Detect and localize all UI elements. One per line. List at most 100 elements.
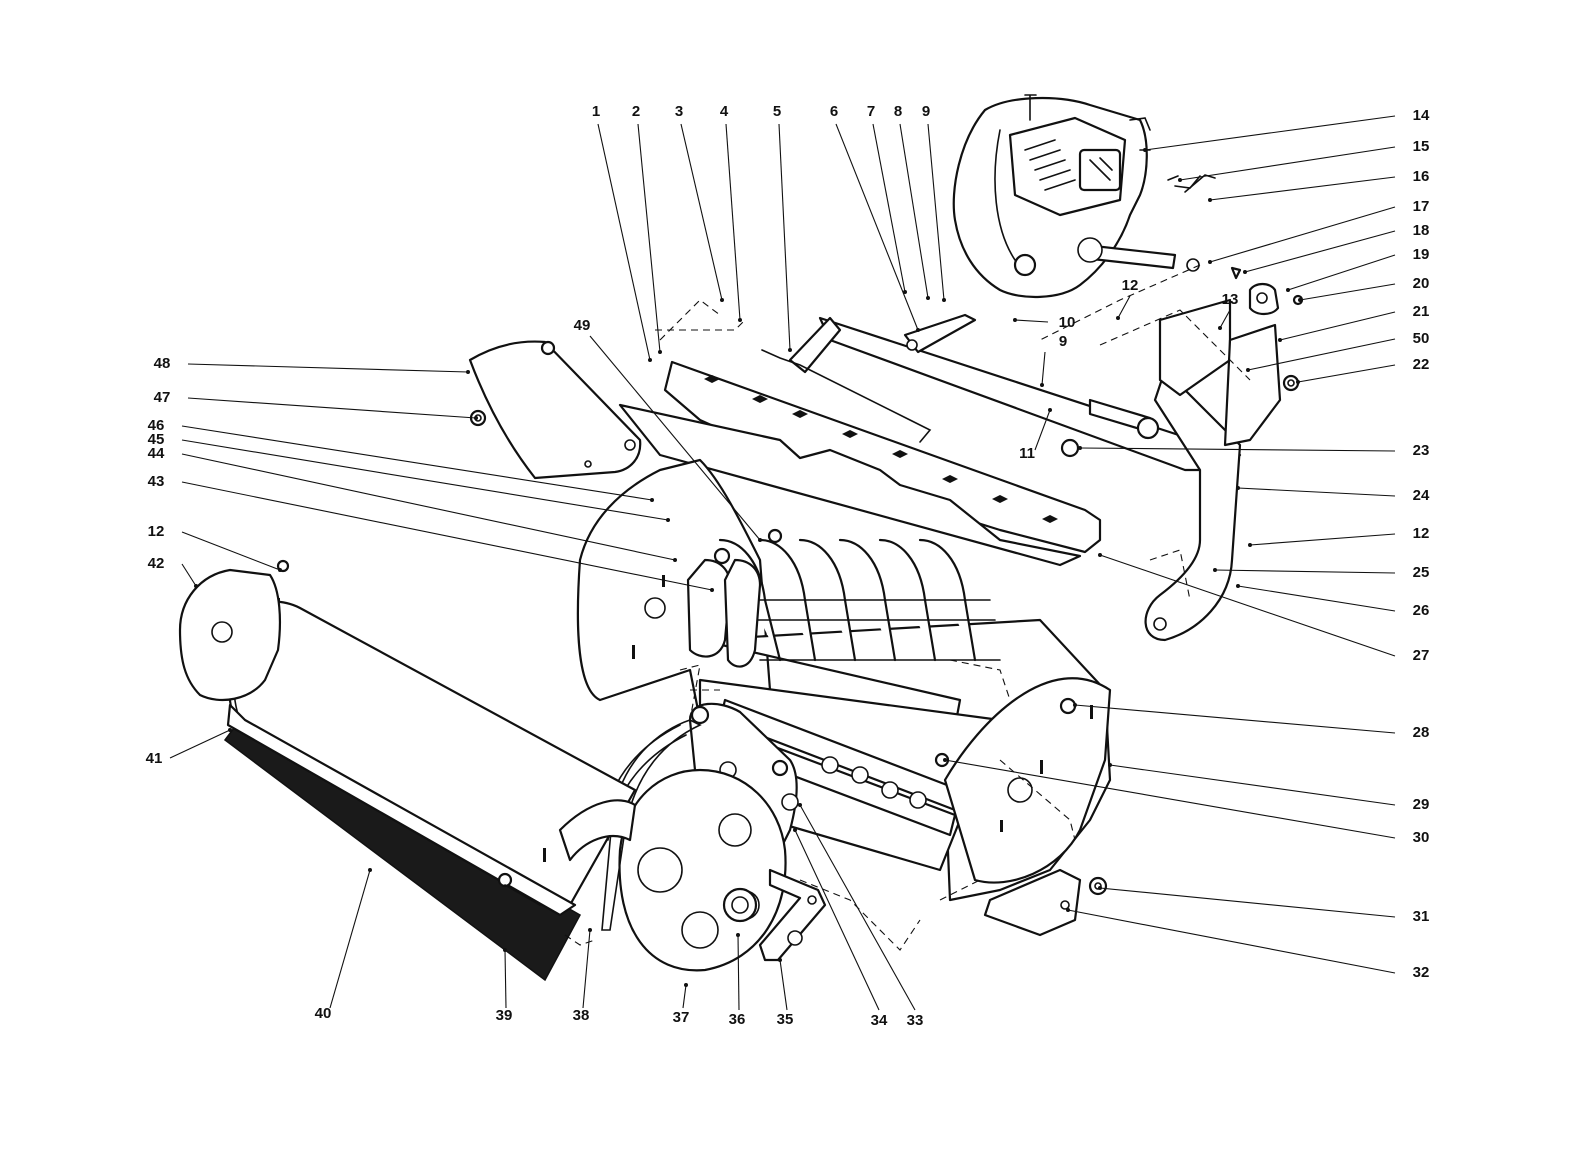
leader-endpoint	[278, 568, 282, 572]
leader-line	[329, 869, 371, 1009]
leader-endpoint	[720, 298, 724, 302]
leader-endpoint	[1116, 316, 1120, 320]
leader-line	[637, 123, 661, 353]
leader-endpoint	[228, 728, 232, 732]
upper-frame	[761, 298, 1282, 642]
callout-15: 15	[1413, 138, 1430, 155]
leader-endpoint	[778, 958, 782, 962]
callout-34: 34	[871, 1012, 888, 1029]
callout-4: 4	[720, 103, 729, 120]
leader-endpoint	[710, 588, 714, 592]
leader-endpoint	[1248, 543, 1252, 547]
leader-line	[799, 804, 916, 1011]
leader-endpoint	[1243, 270, 1247, 274]
skid-shoe	[983, 868, 1108, 937]
assembly-lines	[564, 264, 1251, 951]
leader-endpoint	[666, 518, 670, 522]
leader-endpoint	[903, 290, 907, 294]
callout-45: 45	[148, 431, 165, 448]
leader-endpoint	[1208, 198, 1212, 202]
leader-line	[187, 397, 477, 419]
leader-endpoint	[738, 318, 742, 322]
leader-endpoint	[588, 928, 592, 932]
hardware-top-right	[1167, 174, 1304, 392]
leader-endpoint	[684, 983, 688, 987]
leader-line	[1099, 554, 1396, 657]
leader-line	[737, 934, 740, 1011]
leader-line	[181, 481, 713, 591]
leader-line	[835, 123, 919, 331]
leader-line	[872, 123, 906, 293]
callout-46: 46	[148, 417, 165, 434]
leader-line	[1109, 764, 1396, 806]
leader-endpoint	[1278, 338, 1282, 342]
callout-30: 30	[1413, 829, 1430, 846]
callout-labels: 1 2 3 4 5 6 7 8 9 14 15 16 17 18 19 20 2…	[146, 103, 1430, 1029]
callout-10: 10	[1059, 314, 1076, 331]
callout-5: 5	[773, 103, 781, 120]
callout-9-lower: 9	[1059, 333, 1067, 350]
leader-line	[504, 949, 507, 1009]
leader-endpoint	[658, 350, 662, 354]
leader-line	[169, 729, 231, 759]
leader-endpoint	[788, 348, 792, 352]
leader-line	[1214, 569, 1396, 574]
leader-line	[187, 363, 469, 373]
leader-line	[1041, 351, 1046, 386]
callout-48: 48	[154, 355, 171, 372]
leader-line	[1099, 887, 1396, 918]
leader-endpoint	[650, 498, 654, 502]
leader-endpoint	[1143, 148, 1147, 152]
leader-line	[680, 123, 723, 301]
callout-12-left: 12	[148, 523, 165, 540]
leader-endpoint	[1236, 584, 1240, 588]
callout-6: 6	[830, 103, 838, 120]
callout-36: 36	[729, 1011, 746, 1028]
leader-endpoint	[1073, 703, 1077, 707]
leader-endpoint	[466, 370, 470, 374]
callout-19: 19	[1413, 246, 1430, 263]
leader-line	[1237, 487, 1396, 497]
callout-21: 21	[1413, 303, 1430, 320]
callout-39: 39	[496, 1007, 513, 1024]
leader-endpoint	[1298, 298, 1302, 302]
callout-1: 1	[592, 103, 600, 120]
callout-44: 44	[148, 445, 165, 462]
backing-plate	[618, 360, 1102, 567]
leader-line	[778, 123, 791, 351]
callout-14: 14	[1413, 107, 1430, 124]
callout-23: 23	[1413, 442, 1430, 459]
leader-endpoint	[194, 584, 198, 588]
leader-endpoint	[798, 803, 802, 807]
callout-50: 50	[1413, 330, 1430, 347]
callout-35: 35	[777, 1011, 794, 1028]
leader-line	[725, 123, 741, 321]
callout-27: 27	[1413, 647, 1430, 664]
leader-line	[1079, 447, 1396, 452]
leader-line	[899, 123, 929, 299]
leader-endpoint	[1236, 486, 1240, 490]
callout-37: 37	[673, 1009, 690, 1026]
leader-endpoint	[736, 933, 740, 937]
rotor-housing	[576, 458, 1112, 902]
leader-endpoint	[673, 558, 677, 562]
rotor-end-cap	[178, 559, 290, 702]
leader-line	[1209, 206, 1396, 263]
callout-25: 25	[1413, 564, 1430, 581]
leader-line	[181, 453, 676, 561]
leader-line	[1179, 146, 1396, 181]
leader-endpoint	[1098, 886, 1102, 890]
leader-endpoint	[1078, 446, 1082, 450]
leader-endpoint	[758, 538, 762, 542]
leader-line	[1067, 909, 1396, 974]
leader-line	[927, 123, 945, 301]
leader-endpoint	[1108, 763, 1112, 767]
leader-line	[1247, 338, 1396, 371]
callout-20: 20	[1413, 275, 1430, 292]
callout-3: 3	[675, 103, 683, 120]
leader-line	[181, 563, 197, 587]
rotor-shell	[223, 598, 637, 982]
leader-endpoint	[1213, 568, 1217, 572]
deflector-plate	[468, 340, 642, 480]
